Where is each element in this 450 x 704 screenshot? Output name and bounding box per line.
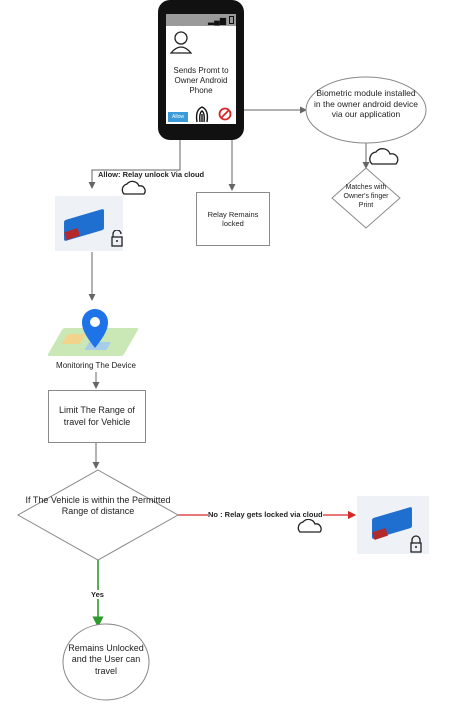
user-avatar-icon bbox=[170, 31, 192, 54]
allow-button[interactable]: Allow bbox=[168, 112, 188, 122]
yes-edge-label: Yes bbox=[91, 590, 104, 599]
limit-range-box: Limit The Range of travel for Vehicle bbox=[48, 390, 146, 443]
decision-diamond bbox=[16, 469, 180, 561]
remains-unlocked-label: Remains Unlocked and the User can travel bbox=[68, 643, 144, 676]
fingerprint-icon[interactable] bbox=[194, 104, 210, 124]
remains-unlocked-circle bbox=[62, 623, 150, 701]
deny-icon[interactable] bbox=[218, 107, 232, 121]
status-bar: ▂▄▆ bbox=[166, 14, 236, 26]
padlock-open-icon bbox=[111, 230, 123, 247]
allow-edge-label: Allow: Relay unlock Via cloud bbox=[98, 170, 205, 179]
matches-diamond bbox=[331, 167, 401, 229]
matches-label: Matches with Owner's finger Print bbox=[343, 184, 389, 209]
relay-module-locked-image bbox=[357, 496, 429, 554]
no-edge-label: No : Relay gets locked via cloud bbox=[208, 510, 323, 519]
padlock-closed-icon bbox=[410, 535, 422, 553]
biometric-ellipse bbox=[305, 76, 427, 144]
phone-screen: ▂▄▆ Sends Promt to Owner Android Phone A… bbox=[166, 14, 236, 124]
decision-label: If The Vehicle is within the Permitted R… bbox=[25, 495, 171, 517]
cloud-icon bbox=[297, 518, 322, 533]
biometric-module-label: Biometric module installed in the owner … bbox=[314, 88, 418, 120]
signal-icon: ▂▄▆ bbox=[208, 16, 226, 25]
phone-device: ▂▄▆ Sends Promt to Owner Android Phone A… bbox=[158, 0, 244, 140]
phone-prompt-text: Sends Promt to Owner Android Phone bbox=[173, 66, 229, 95]
monitoring-label: Monitoring The Device bbox=[56, 361, 136, 370]
cloud-icon bbox=[369, 148, 399, 165]
relay-locked-label: Relay Remains locked bbox=[207, 209, 259, 228]
edge-allow bbox=[88, 140, 181, 189]
limit-range-label: Limit The Range of travel for Vehicle bbox=[59, 405, 135, 427]
battery-icon bbox=[229, 16, 234, 24]
location-pin-icon bbox=[82, 309, 108, 348]
cloud-icon bbox=[121, 180, 146, 195]
relay-locked-box: Relay Remains locked bbox=[196, 192, 270, 246]
